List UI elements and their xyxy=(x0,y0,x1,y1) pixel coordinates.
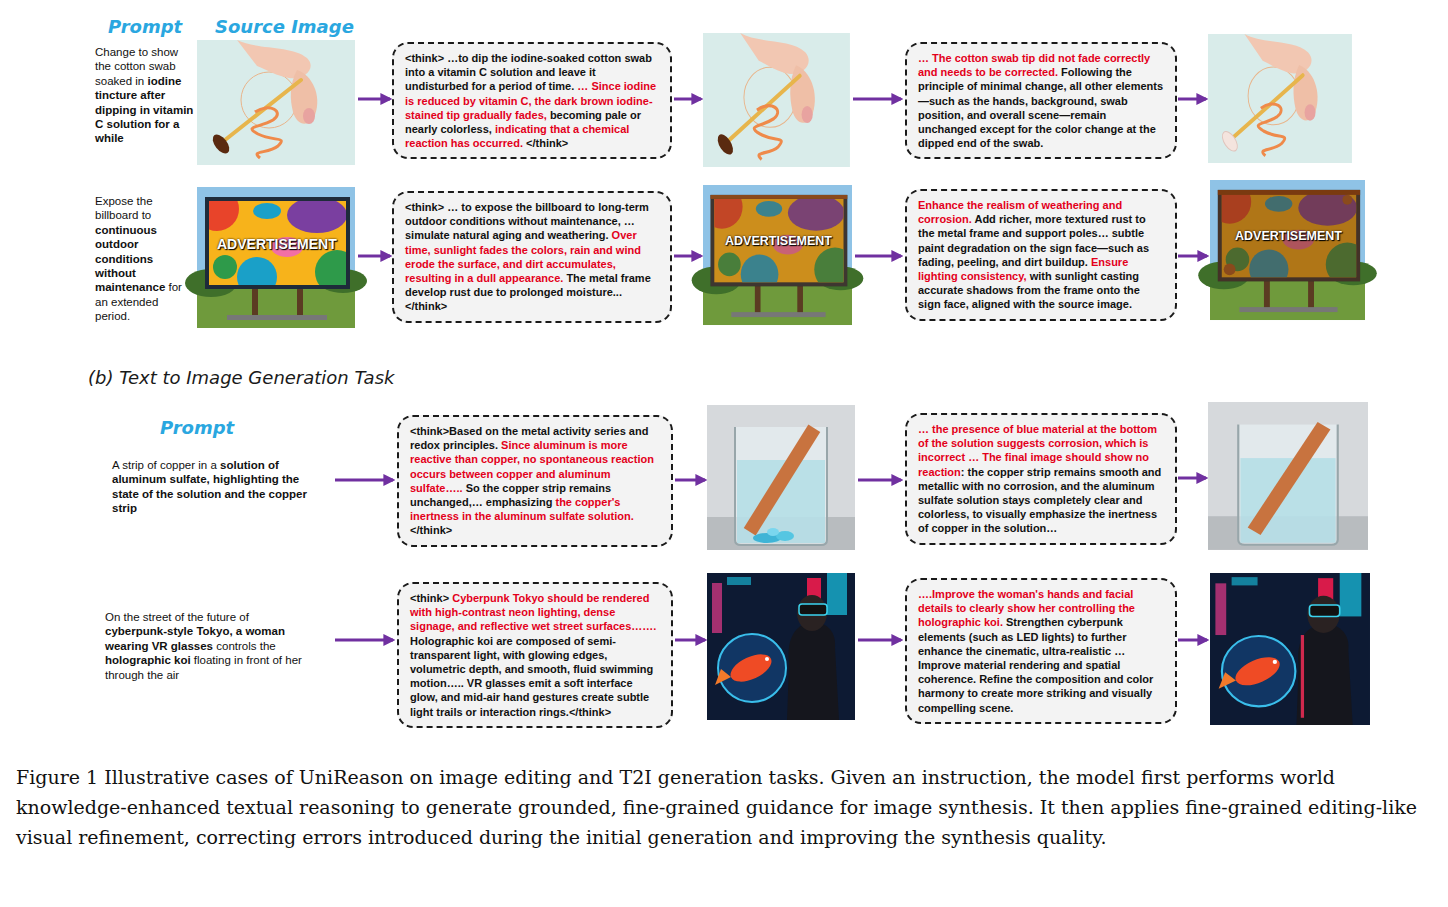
box-paragraph: ….Improve the woman's hands and facial d… xyxy=(918,587,1164,715)
illustration-part xyxy=(358,98,390,101)
prompt-keyword: holographic koi xyxy=(105,654,191,666)
column-heading: Source Image xyxy=(215,16,354,38)
reasoning-box: <think> … to expose the billboard to lon… xyxy=(392,191,672,323)
reasoning-box: … The cotton swab tip did not fade corre… xyxy=(905,42,1177,159)
box-paragraph: <think>Based on the metal activity serie… xyxy=(410,424,660,538)
illustration-part xyxy=(358,255,390,258)
body-text: Following the principle of minimal chang… xyxy=(918,66,1163,149)
illustration-part xyxy=(858,639,901,642)
body-text: </think> xyxy=(410,524,452,536)
illustration-part xyxy=(707,573,855,720)
illustration-part xyxy=(715,131,736,158)
billboard-first-image xyxy=(692,185,864,325)
illustration-part xyxy=(767,528,779,536)
column-heading: Prompt xyxy=(160,417,234,439)
illustration-part xyxy=(1208,402,1368,550)
illustration-part xyxy=(1208,34,1352,163)
box-paragraph: … the presence of blue material at the b… xyxy=(918,422,1164,536)
illustration-part xyxy=(674,255,701,258)
prompt-words: On the street of the future of xyxy=(105,611,249,623)
prompt-text: On the street of the future of cyberpunk… xyxy=(105,610,310,682)
illustration-part xyxy=(1178,98,1206,101)
illustration-part xyxy=(674,98,701,101)
illustration-part xyxy=(185,187,367,328)
box-paragraph: <think> …to dip the iodine-soaked cotton… xyxy=(405,51,659,150)
section-heading: (b) Text to Image Generation Task xyxy=(88,367,394,389)
body-text: <think> xyxy=(410,592,449,604)
prompt-text: A strip of copper in a solution of alumi… xyxy=(112,458,307,516)
illustration-part xyxy=(1301,635,1304,718)
illustration-part xyxy=(1218,190,1360,195)
illustration-part xyxy=(853,98,901,101)
box-paragraph: Enhance the realism of weathering and co… xyxy=(918,198,1164,312)
swab-source-image xyxy=(197,40,355,165)
illustration-part xyxy=(1178,639,1207,642)
illustration-part xyxy=(675,479,705,482)
illustration-part xyxy=(197,40,355,165)
illustration-part xyxy=(1342,195,1352,205)
reasoning-box: <think> Cyberpunk Tokyo should be render… xyxy=(397,582,673,728)
flow-arrows xyxy=(335,99,1207,640)
illustration-part xyxy=(692,185,864,325)
sign-text: ADVERTISEMENT xyxy=(725,233,832,249)
illustration-part xyxy=(711,195,848,286)
illustration-part xyxy=(335,479,393,482)
reasoning-box: <think>Based on the metal activity serie… xyxy=(397,415,673,547)
cyberpunk-first-image xyxy=(707,573,855,720)
illustration-part xyxy=(1218,190,1360,281)
sign-text: ADVERTISEMENT xyxy=(1235,228,1342,244)
illustration-part xyxy=(1198,180,1377,320)
billboard-source-image xyxy=(185,187,367,328)
illustration-part xyxy=(1224,263,1236,275)
body-text: </think> xyxy=(526,137,568,149)
illustration-part xyxy=(209,132,232,157)
cyberpunk-refined-image xyxy=(1210,573,1370,725)
illustration-part xyxy=(1210,573,1370,725)
illustration-part xyxy=(1178,477,1206,480)
beaker-first-image xyxy=(707,405,855,550)
illustration-part xyxy=(855,255,901,258)
billboard-refined-image xyxy=(1198,180,1377,320)
illustration-part xyxy=(335,639,393,642)
prompt-keyword: continuous outdoor conditions without ma… xyxy=(95,224,165,294)
prompt-words: Expose the billboard to xyxy=(95,195,153,221)
illustration-part xyxy=(711,195,848,199)
beaker-refined-image xyxy=(1208,402,1368,550)
prompt-text: Expose the billboard to continuous outdo… xyxy=(95,194,195,324)
sign-text: ADVERTISEMENT xyxy=(217,236,337,252)
illustration-part xyxy=(1178,255,1207,258)
figure-caption: Figure 1 Illustrative cases of UniReason… xyxy=(16,762,1432,852)
reasoning-box: Enhance the realism of weathering and co… xyxy=(905,189,1177,321)
body-text: Holographic koi are composed of semi-tra… xyxy=(410,635,653,718)
illustration-part xyxy=(675,639,705,642)
prompt-words: A strip of copper in a xyxy=(112,459,217,471)
prompt-text: Change to show the cotton swab soaked in… xyxy=(95,45,195,146)
column-heading: Prompt xyxy=(108,16,182,38)
reasoning-box: … the presence of blue material at the b… xyxy=(905,413,1177,545)
box-paragraph: … The cotton swab tip did not fade corre… xyxy=(918,51,1164,150)
swab-refined-image xyxy=(1208,34,1352,163)
box-paragraph: <think> … to expose the billboard to lon… xyxy=(405,200,659,314)
illustration-part xyxy=(858,479,901,482)
prompt-words: controls the xyxy=(216,640,275,652)
illustration-part xyxy=(707,405,855,550)
illustration-part xyxy=(703,33,850,167)
reasoning-box: <think> …to dip the iodine-soaked cotton… xyxy=(392,42,672,159)
body-text: Strengthen cyberpunk elements (such as L… xyxy=(918,616,1153,713)
illustration-part xyxy=(1219,129,1240,155)
swab-first-image xyxy=(703,33,850,167)
reasoning-box: ….Improve the woman's hands and facial d… xyxy=(905,578,1177,724)
box-paragraph: <think> Cyberpunk Tokyo should be render… xyxy=(410,591,660,719)
